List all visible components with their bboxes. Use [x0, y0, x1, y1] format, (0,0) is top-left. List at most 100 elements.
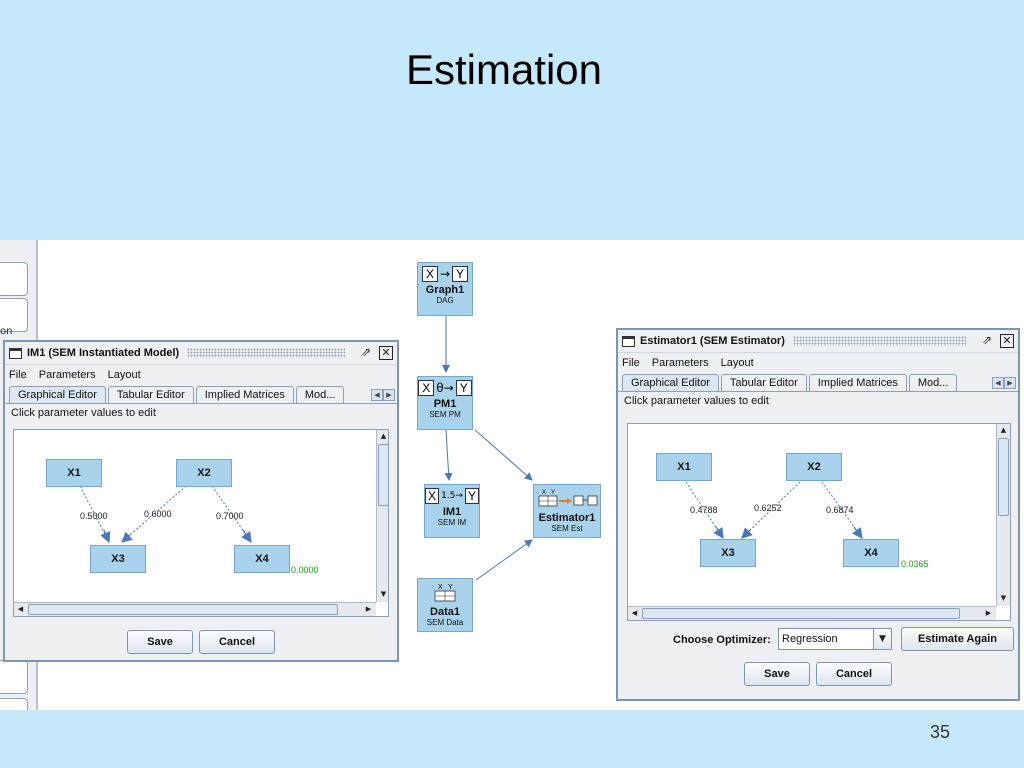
tab-scroll: ◀ ▶ [371, 389, 395, 401]
restore-icon[interactable]: ⇗ [981, 333, 993, 347]
im-window-title: IM1 (SEM Instantiated Model) [27, 347, 180, 359]
im-graph-area[interactable]: X1 X2 X3 X4 0.5000 0.6000 0.7000 0.0000 … [13, 429, 389, 617]
node-x4[interactable]: X4 [843, 539, 899, 567]
im-tabs: Graphical Editor Tabular Editor Implied … [5, 384, 397, 404]
im1-sub: SEM IM [437, 518, 467, 527]
scroll-thumb[interactable] [378, 444, 388, 506]
est-window-title: Estimator1 (SEM Estimator) [640, 335, 785, 347]
scroll-down-icon[interactable]: ▼ [1000, 594, 1007, 602]
restore-icon[interactable]: ⇗ [360, 345, 372, 359]
estimator-window: Estimator1 (SEM Estimator) ⇗ ✕ File Para… [616, 328, 1020, 701]
tab-scroll: ◀ ▶ [992, 377, 1016, 389]
edge-value-x2-x4[interactable]: 0.6874 [826, 505, 854, 515]
im-window-titlebar[interactable]: IM1 (SEM Instantiated Model) ⇗ ✕ [5, 342, 397, 364]
left-panel-slot[interactable] [0, 698, 28, 710]
menu-layout[interactable]: Layout [107, 368, 141, 381]
scroll-up-icon[interactable]: ▲ [380, 432, 387, 440]
est-horizontal-scrollbar[interactable]: ◀ ▶ [628, 606, 996, 620]
tab-graphical-editor[interactable]: Graphical Editor [9, 386, 106, 403]
menu-layout[interactable]: Layout [720, 356, 754, 369]
tab-tabular-editor[interactable]: Tabular Editor [107, 386, 194, 403]
im-vertical-scrollbar[interactable]: ▲ ▼ [376, 430, 388, 602]
tab-scroll-left-icon[interactable]: ◀ [371, 389, 383, 401]
edge-value-x1-x3[interactable]: 0.4788 [690, 505, 718, 515]
im-cancel-button[interactable]: Cancel [199, 630, 275, 654]
est-window-titlebar[interactable]: Estimator1 (SEM Estimator) ⇗ ✕ [618, 330, 1018, 352]
tab-graphical-editor[interactable]: Graphical Editor [622, 374, 719, 391]
titlebar-grip [792, 336, 966, 346]
svg-text:X: X [438, 584, 443, 591]
scroll-left-icon[interactable]: ◀ [631, 609, 638, 617]
est-cancel-button[interactable]: Cancel [816, 662, 892, 686]
im-icon: X 1.5→ Y [425, 488, 479, 504]
scroll-thumb[interactable] [998, 438, 1009, 516]
close-icon[interactable]: ✕ [1000, 334, 1014, 348]
left-panel-slot[interactable] [0, 298, 28, 332]
node-x1[interactable]: X1 [656, 453, 712, 481]
im1-name: IM1 [442, 506, 462, 518]
tab-scroll-left-icon[interactable]: ◀ [992, 377, 1004, 389]
im-horizontal-scrollbar[interactable]: ◀ ▶ [14, 602, 376, 616]
chevron-down-icon[interactable]: ▼ [873, 629, 891, 649]
left-panel-slot[interactable] [0, 660, 28, 694]
tab-scroll-right-icon[interactable]: ▶ [1004, 377, 1016, 389]
edge-value-x2-x4[interactable]: 0.7000 [216, 511, 244, 521]
estimator1-box[interactable]: X Y Estimator1 SEM Est [533, 484, 601, 538]
optimizer-value: Regression [782, 633, 838, 645]
data-table-icon: X Y [434, 584, 456, 602]
node-x2[interactable]: X2 [786, 453, 842, 481]
scroll-right-icon[interactable]: ▶ [365, 605, 372, 613]
tab-scroll-right-icon[interactable]: ▶ [383, 389, 395, 401]
scroll-thumb[interactable] [28, 604, 338, 615]
edge-x1-x3 [685, 481, 724, 539]
menu-parameters[interactable]: Parameters [38, 368, 96, 381]
tab-more[interactable]: Mod... [295, 386, 345, 403]
scroll-down-icon[interactable]: ▼ [380, 590, 387, 598]
menu-file[interactable]: File [622, 356, 640, 369]
optimizer-select[interactable]: Regression ▼ [778, 628, 892, 650]
est-edges [685, 481, 863, 540]
im-menubar: File Parameters Layout [5, 364, 397, 384]
im-save-button[interactable]: Save [127, 630, 193, 654]
node-x4[interactable]: X4 [234, 545, 290, 573]
im-window: IM1 (SEM Instantiated Model) ⇗ ✕ File Pa… [3, 340, 399, 662]
tab-implied-matrices[interactable]: Implied Matrices [195, 386, 294, 403]
scroll-up-icon[interactable]: ▲ [1000, 426, 1007, 434]
scroll-right-icon[interactable]: ▶ [985, 609, 992, 617]
est-save-button[interactable]: Save [744, 662, 810, 686]
tab-more[interactable]: Mod... [908, 374, 958, 391]
estimator1-name: Estimator1 [538, 512, 596, 524]
est-vertical-scrollbar[interactable]: ▲ ▼ [996, 424, 1010, 606]
edge-value-x2-x3[interactable]: 0.6252 [754, 503, 782, 513]
node-x2[interactable]: X2 [176, 459, 232, 487]
left-panel-slot[interactable] [0, 262, 28, 296]
node-x3[interactable]: X3 [90, 545, 146, 573]
scroll-thumb[interactable] [642, 608, 960, 619]
est-graph-area[interactable]: X1 X2 X3 X4 0.4788 0.6252 0.6874 0.0365 … [627, 423, 1011, 621]
scroll-left-icon[interactable]: ◀ [17, 605, 24, 613]
tab-tabular-editor[interactable]: Tabular Editor [720, 374, 807, 391]
graph1-box[interactable]: X → Y Graph1 DAG [417, 262, 473, 316]
graph1-sub: DAG [436, 296, 454, 305]
graph1-name: Graph1 [425, 284, 465, 296]
node-x3[interactable]: X3 [700, 539, 756, 567]
estimate-again-button[interactable]: Estimate Again [901, 627, 1014, 651]
tab-implied-matrices[interactable]: Implied Matrices [808, 374, 907, 391]
optimizer-label: Choose Optimizer: [673, 634, 771, 646]
edge-value-x2-x3[interactable]: 0.6000 [144, 509, 172, 519]
data1-name: Data1 [430, 606, 460, 618]
est-menubar: File Parameters Layout [618, 352, 1018, 372]
close-icon[interactable]: ✕ [379, 346, 393, 360]
data1-sub: SEM Data [426, 618, 464, 627]
error-variance-x4[interactable]: 0.0365 [901, 559, 929, 569]
node-x1[interactable]: X1 [46, 459, 102, 487]
edge-value-x1-x3[interactable]: 0.5000 [80, 511, 108, 521]
left-panel-fragment: on [0, 326, 13, 337]
im1-box[interactable]: X 1.5→ Y IM1 SEM IM [424, 484, 480, 538]
error-variance-x4[interactable]: 0.0000 [291, 565, 319, 575]
data1-box[interactable]: X Y Data1 SEM Data [417, 578, 473, 632]
menu-file[interactable]: File [9, 368, 27, 381]
menu-parameters[interactable]: Parameters [651, 356, 709, 369]
estimator-icon: X Y [538, 490, 598, 507]
pm1-box[interactable]: X θ→ Y PM1 SEM PM [417, 376, 473, 430]
